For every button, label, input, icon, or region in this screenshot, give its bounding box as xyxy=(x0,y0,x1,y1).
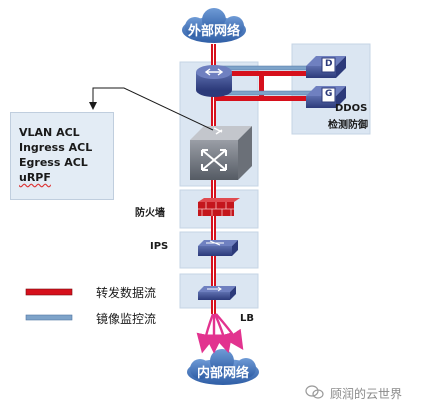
wechat-icon xyxy=(305,385,324,399)
firewall-label: 防火墙 xyxy=(135,208,165,219)
cloud-icon xyxy=(182,8,246,43)
legend-forward-label: 转发数据流 xyxy=(96,286,157,300)
ddos-label-line2: 检测防御 xyxy=(328,120,368,131)
forward-flow-ddos-link xyxy=(259,71,264,101)
exit-flow-arrows xyxy=(196,313,244,354)
acl-pointer-arrowhead xyxy=(89,102,97,110)
acl-line-egress: Egress ACL xyxy=(19,156,88,169)
internal-network-label: 内部网络 xyxy=(196,366,249,381)
watermark-text: 顾润的云世界 xyxy=(330,387,403,401)
lb-icon xyxy=(198,286,236,300)
ddos-icon-d-label: D xyxy=(325,59,333,69)
legend-mirror-label: 镜像监控流 xyxy=(96,312,157,326)
cloud-icon xyxy=(187,349,259,385)
acl-pointer-line xyxy=(92,87,214,131)
router-icon xyxy=(196,65,232,97)
legend-forward-swatch xyxy=(25,288,73,296)
ddos-icon-g-label: G xyxy=(325,89,333,99)
acl-features-box: VLAN ACL Ingress ACL Egress ACL uRPF xyxy=(10,112,114,200)
acl-line-ingress: Ingress ACL xyxy=(19,141,93,154)
core-switch-icon xyxy=(190,126,252,180)
forward-flow-ddos-bottom xyxy=(216,96,326,101)
forward-flow-ddos-top xyxy=(216,71,326,76)
ips-icon xyxy=(198,240,238,256)
ddos-device-icon xyxy=(306,86,346,108)
acl-line-vlan: VLAN ACL xyxy=(19,126,80,139)
legend-mirror-swatch xyxy=(25,314,73,321)
lb-label: LB xyxy=(240,313,254,324)
external-network-label: 外部网络 xyxy=(187,24,240,39)
ips-label: IPS xyxy=(150,241,169,252)
firewall-icon xyxy=(198,198,240,216)
ddos-device-icon xyxy=(306,56,346,78)
ddos-label-line1: DDOS xyxy=(335,103,368,114)
acl-line-urpf: uRPF xyxy=(19,171,51,184)
